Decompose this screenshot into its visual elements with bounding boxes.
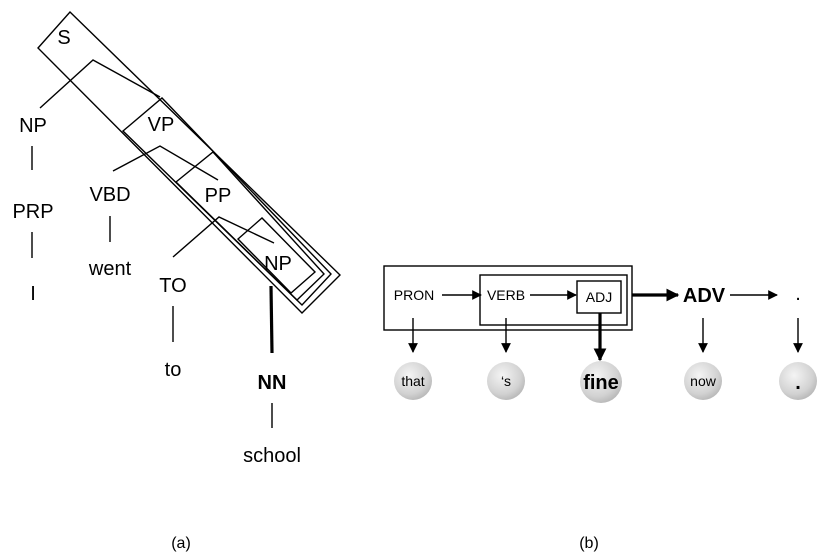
- tag-dot: .: [795, 283, 801, 305]
- node-prp: PRP: [12, 201, 53, 223]
- node-pp: PP: [205, 185, 232, 207]
- node-vbd: VBD: [89, 184, 130, 206]
- span-box-middle: [479, 274, 628, 326]
- token-fine: fine: [583, 372, 619, 394]
- span-box-pp: [174, 151, 325, 301]
- token-now: now: [690, 373, 717, 389]
- token-ball-s: [487, 362, 525, 400]
- edge-np-nn-thick: [269, 285, 274, 354]
- token-ball-dot: [779, 362, 817, 400]
- tag-adj: ADJ: [586, 289, 612, 305]
- span-box-np: [236, 217, 317, 294]
- tag-verb: VERB: [487, 287, 525, 303]
- node-np-top: NP: [19, 115, 47, 137]
- token-ball-now: [684, 362, 722, 400]
- token-s: ‘s: [501, 373, 511, 389]
- node-np-inner: NP: [264, 253, 292, 275]
- token-ball-that: [394, 362, 432, 400]
- word-to: to: [165, 359, 182, 381]
- caption-a: (a): [171, 535, 191, 552]
- node-to: TO: [159, 275, 186, 297]
- word-school: school: [243, 445, 301, 467]
- span-box-outer: [383, 265, 633, 331]
- tag-adv: ADV: [683, 285, 726, 307]
- edge-pp: [172, 216, 275, 258]
- node-nn: NN: [258, 372, 287, 394]
- token-ball-fine: [580, 361, 622, 403]
- word-went: went: [88, 258, 132, 280]
- word-i: I: [30, 283, 36, 305]
- token-dot: .: [795, 372, 801, 394]
- token-that: that: [401, 373, 424, 389]
- edge-s: [39, 59, 161, 109]
- node-vp: VP: [148, 114, 175, 136]
- span-box-s: [37, 10, 341, 314]
- panel-a-parse-tree: S NP PRP I VP VBD went PP TO to NP NN sc…: [12, 10, 341, 552]
- edge-vp: [112, 145, 219, 181]
- node-s: S: [57, 27, 70, 49]
- panel-b-dependency-chain: PRON VERB ADJ ADV . that ‘s fine now . (…: [383, 265, 817, 552]
- tag-pron: PRON: [394, 287, 434, 303]
- caption-b: (b): [579, 535, 599, 552]
